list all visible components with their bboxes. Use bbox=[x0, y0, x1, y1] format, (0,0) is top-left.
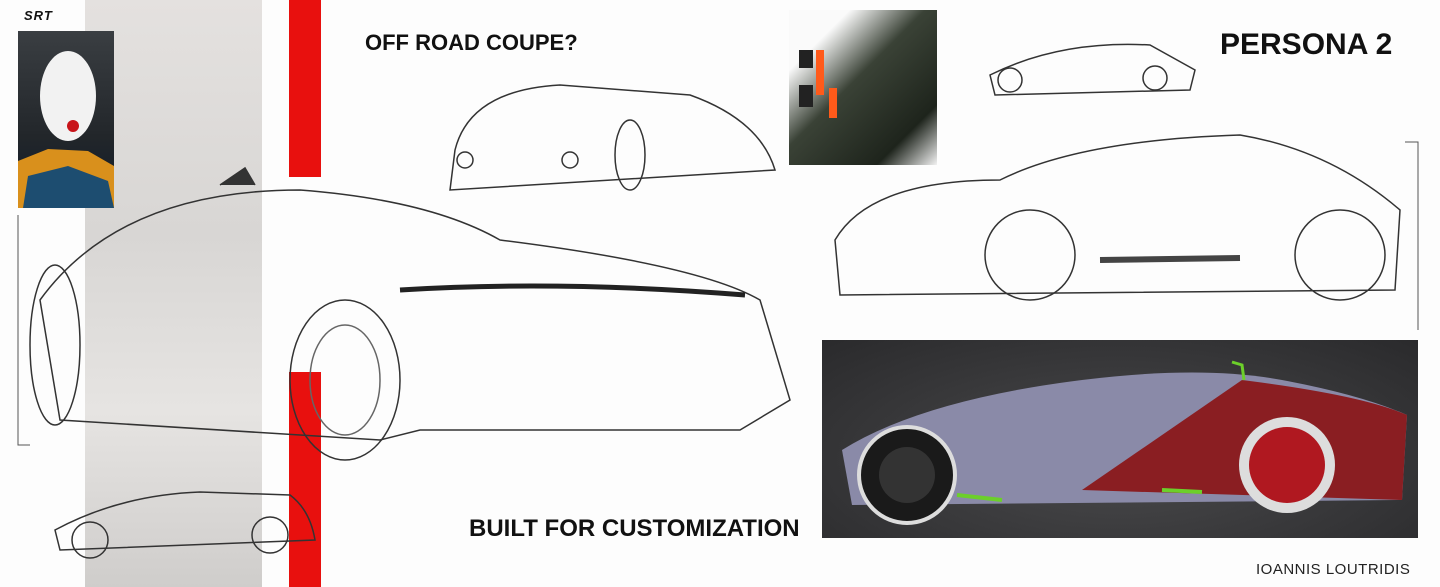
persona-photo-helmet bbox=[789, 10, 937, 165]
car-render-panel bbox=[822, 340, 1418, 538]
texture-strip bbox=[85, 0, 262, 587]
red-bar-top bbox=[289, 0, 321, 177]
heading-persona-2: PERSONA 2 bbox=[1220, 28, 1393, 61]
heading-off-road-coupe: OFF ROAD COUPE? bbox=[365, 30, 578, 55]
red-bar-bottom bbox=[289, 372, 321, 587]
srt-logo: SRT bbox=[24, 8, 53, 23]
heading-built-for-customization: BUILT FOR CUSTOMIZATION bbox=[469, 515, 800, 542]
designer-credit: IOANNIS LOUTRIDIS bbox=[1256, 561, 1411, 578]
persona-photo-cyborg bbox=[18, 31, 114, 208]
